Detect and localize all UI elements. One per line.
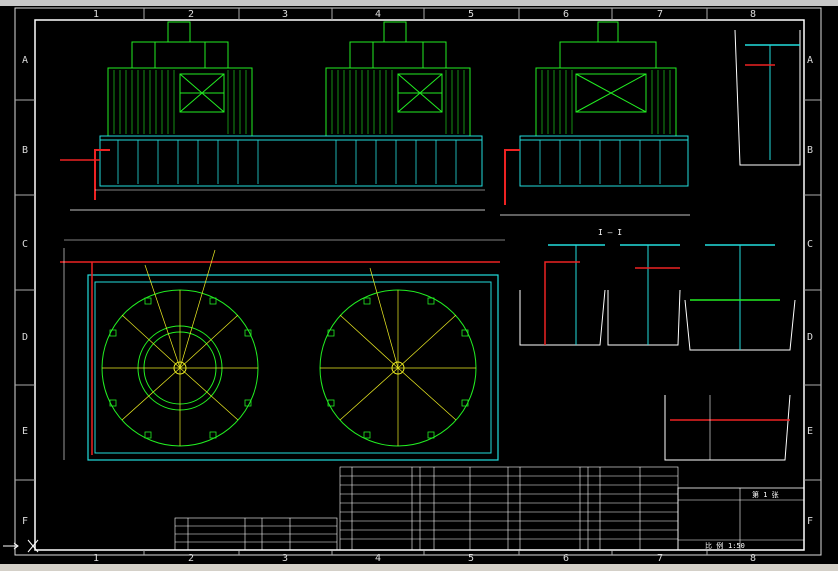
section-details: I — I (519, 29, 801, 461)
row-label: D (807, 332, 813, 343)
row-label: C (807, 239, 813, 250)
window-top-bar (0, 0, 838, 6)
row-label: E (807, 426, 813, 437)
col-label: 5 (468, 553, 474, 564)
tower-plan-right (319, 267, 477, 447)
sheet-label: 第 1 张 (752, 490, 779, 499)
status-bar (0, 564, 838, 571)
col-label: 1 (93, 9, 99, 20)
scale-label: 比 例 (705, 541, 723, 550)
col-label: 2 (188, 9, 194, 20)
ucs-icon (3, 539, 39, 553)
col-label: 5 (468, 9, 474, 20)
col-label: 6 (563, 553, 569, 564)
revision-table (174, 517, 338, 551)
grid-column-labels-bottom: 1 2 3 4 5 6 7 8 (93, 553, 756, 564)
row-label: C (22, 239, 28, 250)
basin-outline-outer (87, 274, 499, 461)
col-label: 8 (750, 553, 756, 564)
tower-plan-left (101, 249, 259, 447)
row-label: D (22, 332, 28, 343)
col-label: 3 (282, 9, 288, 20)
col-label: 4 (375, 553, 381, 564)
col-label: 2 (188, 553, 194, 564)
basin-elevation (99, 135, 483, 187)
row-label: A (807, 55, 813, 66)
col-label: 1 (93, 553, 99, 564)
col-label: 7 (657, 553, 663, 564)
grid-row-labels-left: A B C D E F (22, 55, 28, 527)
grid-ticks (15, 8, 821, 555)
grid-column-labels-top: 1 2 3 4 5 6 7 8 (93, 9, 756, 20)
row-label: A (22, 55, 28, 66)
row-label: B (807, 145, 813, 156)
outer-frame (14, 7, 822, 556)
col-label: 6 (563, 9, 569, 20)
col-label: 4 (375, 9, 381, 20)
basin-outline-inner (94, 281, 492, 454)
cooling-tower-3 (535, 21, 677, 137)
scale-value: 1:50 (728, 542, 745, 550)
row-label: F (22, 516, 28, 527)
row-label: F (807, 516, 813, 527)
equipment-table (339, 466, 679, 551)
col-label: 3 (282, 553, 288, 564)
cooling-tower-1 (107, 21, 253, 137)
col-label: 7 (657, 9, 663, 20)
row-label: E (22, 426, 28, 437)
elevation-view (60, 21, 690, 216)
plan-view (60, 239, 505, 461)
row-label: B (22, 145, 28, 156)
section-label: I — I (598, 228, 622, 237)
title-block: 第 1 张 比 例 1:50 (677, 487, 805, 551)
col-label: 8 (750, 9, 756, 20)
cooling-tower-2 (325, 21, 471, 137)
grid-row-labels-right: A B C D E F (807, 55, 813, 527)
